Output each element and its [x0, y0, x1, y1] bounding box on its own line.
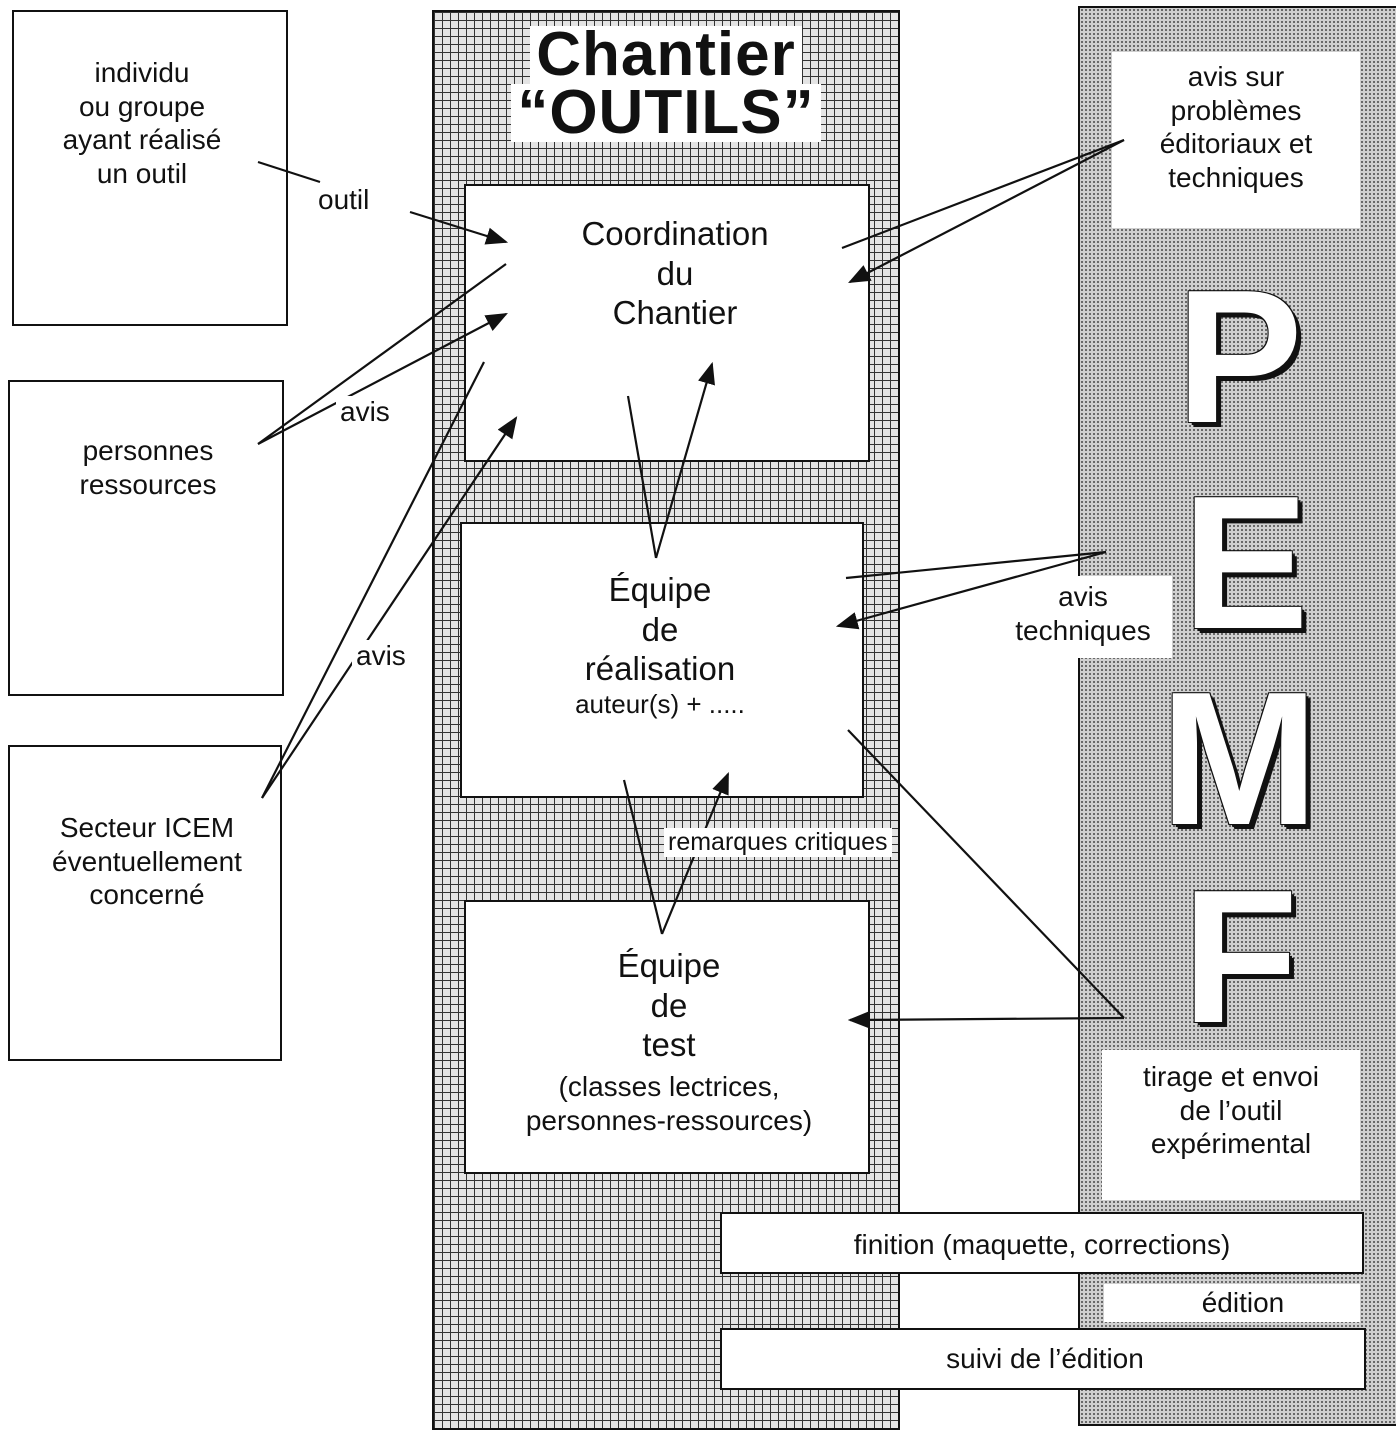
- individu-line: individu: [94, 57, 190, 88]
- realisation-coordination-arrow: [654, 361, 715, 559]
- individu-text: individu ou groupe ayant réalisé un outi…: [14, 56, 270, 190]
- finition-box: finition (maquette, corrections): [720, 1212, 1364, 1274]
- label-remarques: remarques critiques: [664, 828, 892, 857]
- finition-text: finition (maquette, corrections): [853, 1229, 1231, 1260]
- personnes-text: personnes ressources: [10, 434, 286, 501]
- avis-problemes-panel: avis sur problèmes éditoriaux et techniq…: [1112, 52, 1360, 228]
- tirage-line: [847, 729, 1125, 1019]
- secteur-text: Secteur ICEM éventuellement concerné: [10, 811, 284, 912]
- outil-arrow: [409, 210, 509, 245]
- label-outil: outil: [314, 184, 374, 216]
- secteur-line: concerné: [89, 879, 205, 911]
- chantier-title-line2: “OUTILS”: [511, 82, 821, 144]
- test-text: Équipe de test: [466, 946, 872, 1065]
- edition-panel: édition: [1104, 1284, 1360, 1322]
- coordination-line: du: [656, 254, 694, 292]
- realisation-line: réalisation: [584, 650, 736, 688]
- avis-problemes-line: problèmes: [1170, 94, 1302, 126]
- avis-problemes-line: avis sur: [1187, 61, 1285, 92]
- avis-arrow-1: [257, 312, 508, 445]
- test-sub-line: (classes lectrices,: [558, 1071, 780, 1102]
- personnes-box: personnes ressources: [8, 380, 284, 696]
- realisation-line: de: [641, 610, 679, 648]
- avis-techniques-text: avis techniques: [994, 580, 1172, 647]
- test-line: Équipe: [617, 947, 721, 984]
- realisation-coordination-line: [626, 395, 658, 559]
- avis-line-2: [261, 361, 485, 799]
- outil-line: [257, 160, 321, 184]
- individu-line: un outil: [96, 157, 188, 189]
- test-box: Équipe de test (classes lectrices, perso…: [464, 900, 870, 1174]
- avis-arrow-2: [261, 416, 518, 799]
- tirage-arrow: [847, 1011, 1125, 1029]
- individu-line: ou groupe: [78, 90, 206, 122]
- chantier-title: Chantier “OUTILS”: [446, 24, 886, 144]
- pemf-letter-m: M: [1160, 653, 1319, 865]
- pemf-letter-p: P: [1176, 251, 1303, 463]
- tirage-line: tirage et envoi: [1143, 1061, 1319, 1092]
- individu-box: individu ou groupe ayant réalisé un outi…: [12, 10, 288, 326]
- tirage-line: de l’outil: [1179, 1094, 1283, 1126]
- avis-techniques-line: avis: [1058, 581, 1108, 612]
- pemf-avis-arrow: [848, 139, 1125, 284]
- realisation-box: Équipe de réalisation auteur(s) + .....: [460, 522, 864, 798]
- realisation-sub: auteur(s) + .....: [575, 688, 745, 719]
- personnes-line: personnes: [82, 435, 214, 466]
- tech-arrow: [835, 550, 1107, 630]
- label-avis-1: avis: [336, 396, 394, 428]
- test-line: de: [650, 986, 688, 1024]
- secteur-line: Secteur ICEM: [59, 812, 235, 843]
- realisation-line: Équipe: [608, 571, 712, 608]
- avis-techniques-line: techniques: [1015, 614, 1151, 646]
- test-realisation-line: [622, 779, 664, 935]
- test-sub-line: personnes-ressources): [525, 1104, 813, 1136]
- avis-problemes-line: éditoriaux et: [1159, 128, 1313, 160]
- avis-techniques-panel: avis techniques: [994, 576, 1172, 658]
- coordination-line: Chantier: [612, 294, 738, 332]
- individu-line: ayant réalisé: [62, 124, 222, 156]
- test-line: test: [642, 1026, 696, 1064]
- pemf-letter-f: F: [1182, 851, 1299, 1063]
- pemf-avis-line: [841, 138, 1125, 250]
- pemf-letter-e: E: [1182, 457, 1309, 669]
- tirage-line: expérimental: [1150, 1128, 1312, 1160]
- coordination-box: Coordination du Chantier: [464, 184, 870, 462]
- test-sub: (classes lectrices, personnes-ressources…: [466, 1070, 872, 1137]
- suivi-box: suivi de l’édition: [720, 1328, 1366, 1390]
- tirage-panel: tirage et envoi de l’outil expérimental: [1102, 1050, 1360, 1200]
- suivi-text: suivi de l’édition: [946, 1343, 1144, 1374]
- chantier-title-line1: Chantier: [530, 24, 802, 86]
- secteur-line: éventuellement: [52, 845, 242, 877]
- secteur-box: Secteur ICEM éventuellement concerné: [8, 745, 282, 1061]
- coordination-text: Coordination du Chantier: [466, 214, 884, 333]
- tirage-text: tirage et envoi de l’outil expérimental: [1102, 1060, 1360, 1161]
- edition-text: édition: [1201, 1287, 1285, 1318]
- avis-problemes-line: techniques: [1168, 161, 1304, 193]
- coordination-line: Coordination: [581, 215, 769, 252]
- label-avis-2: avis: [352, 640, 410, 672]
- personnes-line: ressources: [79, 468, 217, 500]
- tech-line: [845, 550, 1107, 580]
- avis-problemes-text: avis sur problèmes éditoriaux et techniq…: [1112, 60, 1360, 194]
- avis-line-1: [257, 263, 507, 445]
- realisation-text: Équipe de réalisation auteur(s) + .....: [462, 570, 858, 720]
